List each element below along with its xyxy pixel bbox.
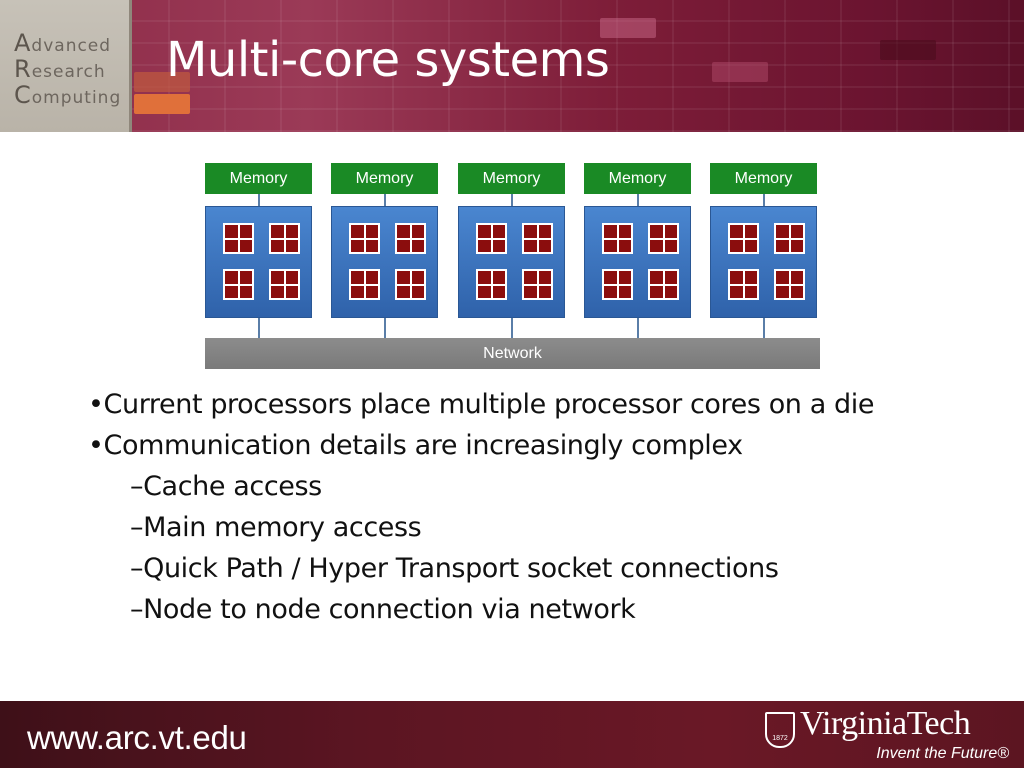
processor-core [476,269,507,300]
memory-block: Memory [205,163,312,194]
sub-bullet-item: –Node to node connection via network [130,594,636,625]
network-link [257,318,260,338]
sub-bullet-item: –Main memory access [130,512,422,543]
header-banner: Advanced Research Computing Multi-core s… [0,0,1024,132]
processor-core [269,223,300,254]
vt-seal-icon: 1872 [765,712,795,748]
vt-wordmark: VirginiaTech [800,705,971,742]
footer-bar: www.arc.vt.edu 1872 VirginiaTech Invent … [0,701,1024,768]
processor-core [648,269,679,300]
processor-core [522,223,553,254]
processor-node [331,206,438,318]
processor-core [728,269,759,300]
logo-line-2: Research [14,55,106,83]
memory-block: Memory [331,163,438,194]
processor-core [395,269,426,300]
banner-tile [880,40,936,60]
processor-node [584,206,691,318]
network-link [636,318,639,338]
vt-seal-year: 1872 [772,735,788,742]
logo-line-3: Computing [14,81,122,109]
memory-block: Memory [584,163,691,194]
processor-core [728,223,759,254]
memory-block: Memory [710,163,817,194]
processor-core [648,223,679,254]
processor-core [349,269,380,300]
processor-core [774,269,805,300]
sub-bullet-item: –Quick Path / Hyper Transport socket con… [130,553,779,584]
network-link [762,318,765,338]
arc-logo: Advanced Research Computing [0,0,132,132]
processor-core [223,223,254,254]
network-link [510,318,513,338]
banner-tile [712,62,768,82]
memory-link [510,194,513,206]
memory-block: Memory [458,163,565,194]
banner-tile [600,18,656,38]
bullet-item: •Communication details are increasingly … [88,430,743,461]
processor-core [522,269,553,300]
multicore-diagram: Network Memory Memory Memory Memory Memory [0,0,1024,380]
processor-node [710,206,817,318]
memory-link [383,194,386,206]
sub-bullet-item: –Cache access [130,471,322,502]
slide-title: Multi-core systems [166,32,610,88]
banner-tile [134,72,190,92]
processor-core [774,223,805,254]
bullet-item: •Current processors place multiple proce… [88,389,875,420]
processor-node [205,206,312,318]
memory-link [762,194,765,206]
banner-tile [134,94,190,114]
footer-url[interactable]: www.arc.vt.edu [27,719,247,756]
memory-link [257,194,260,206]
vt-tagline: Invent the Future® [876,745,1009,762]
network-bar: Network [205,338,820,369]
processor-core [476,223,507,254]
logo-line-1: Advanced [14,29,112,57]
processor-core [223,269,254,300]
processor-core [349,223,380,254]
processor-core [395,223,426,254]
processor-core [602,223,633,254]
processor-node [458,206,565,318]
network-link [383,318,386,338]
processor-core [602,269,633,300]
bullet-list: •Current processors place multiple proce… [88,384,988,630]
memory-link [636,194,639,206]
processor-core [269,269,300,300]
